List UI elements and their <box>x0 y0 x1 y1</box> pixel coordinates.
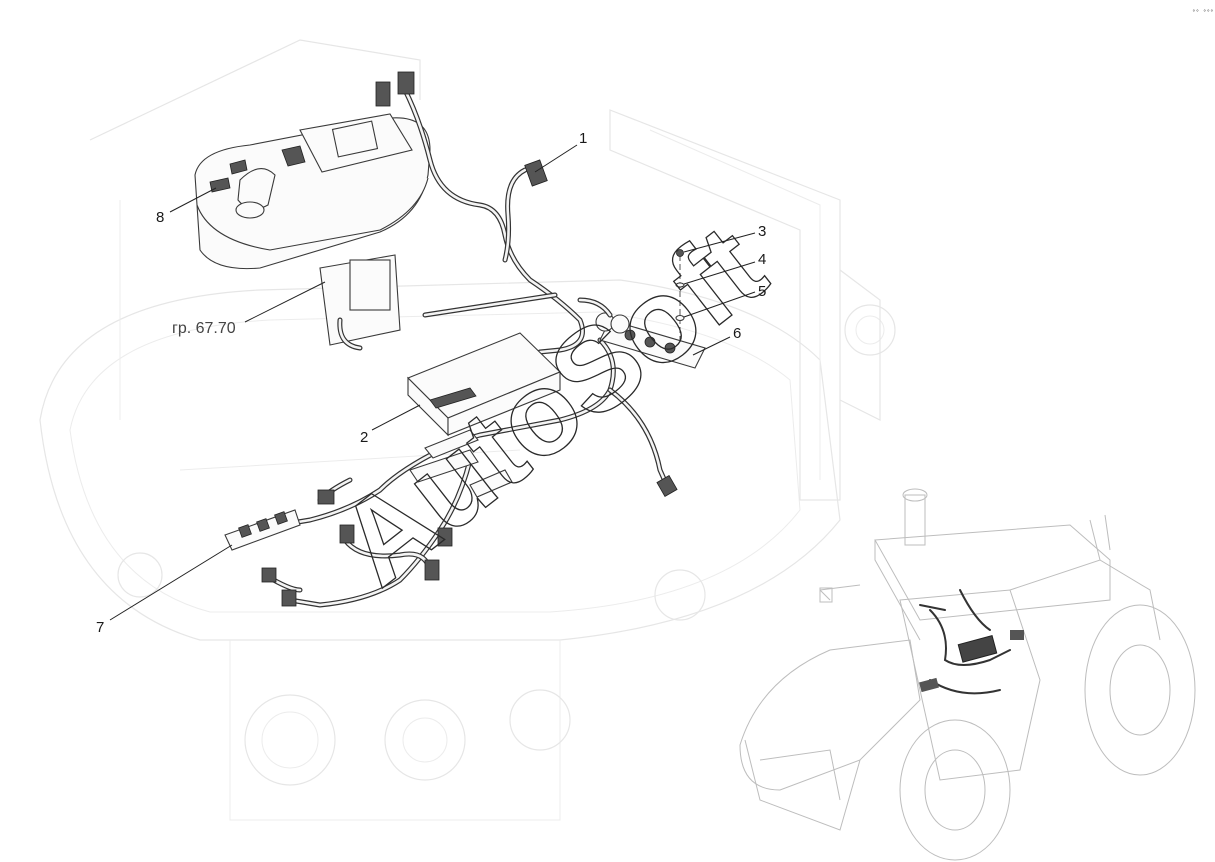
background-machinery <box>39 39 896 821</box>
connectors <box>261 71 678 607</box>
callout-5: 5 <box>758 283 766 300</box>
mounting-plate <box>577 297 706 369</box>
control-console <box>194 113 431 351</box>
fasteners <box>675 249 685 345</box>
corner-mark: °° °°° <box>1192 9 1214 16</box>
tractor-overview <box>739 488 1196 861</box>
controller-unit <box>407 332 561 437</box>
callout-4: 4 <box>758 251 766 268</box>
callout-labels: 1 2 3 4 5 6 7 8 <box>96 130 766 636</box>
callout-1: 1 <box>579 130 587 147</box>
callout-leaders <box>109 144 756 621</box>
callout-3: 3 <box>758 223 766 240</box>
relay-blocks <box>224 429 513 551</box>
callout-8: 8 <box>156 209 164 226</box>
reference-label: гр. 67.70 <box>172 320 236 337</box>
callout-7: 7 <box>96 619 104 636</box>
callout-6: 6 <box>733 325 741 342</box>
callout-2: 2 <box>360 429 368 446</box>
reference-leader <box>244 281 326 323</box>
